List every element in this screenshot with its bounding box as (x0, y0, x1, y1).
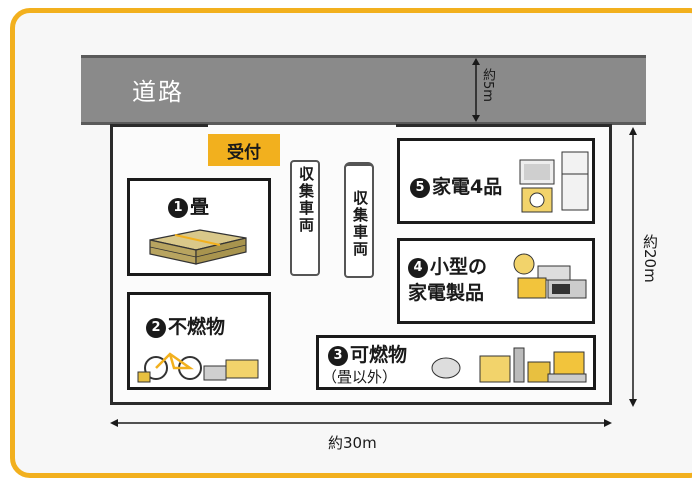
road (81, 55, 646, 125)
zone-3-text: 可燃物 (350, 344, 408, 366)
zone-3-number: 3 (328, 346, 348, 366)
truck-2-label: 収集車両 (351, 190, 369, 258)
truck-1-label: 収集車両 (297, 166, 315, 234)
road-width-label: 約5m (478, 68, 497, 102)
width-dimension-arrow (110, 419, 612, 427)
zone-5-number: 5 (410, 178, 430, 198)
depth-dimension-label: 約20m (641, 234, 659, 283)
zone-2-text: 不燃物 (168, 316, 226, 338)
lot-top-edge-left (110, 124, 208, 127)
zone-3-note: （畳以外） (322, 368, 398, 386)
width-dimension-label: 約30m (328, 434, 377, 452)
small-appliances-icon (513, 253, 587, 299)
zone-1-text: 畳 (190, 196, 210, 218)
tatami-stack-icon (149, 229, 247, 265)
zone-5-text: 家電4品 (432, 176, 503, 198)
zone-4-text-line1: 小型の (430, 256, 488, 278)
road-label: 道路 (132, 78, 184, 106)
truck-1 (290, 160, 320, 276)
depth-dimension-arrow (629, 127, 637, 407)
burnable-items-icon (431, 347, 587, 383)
zone-4-number: 4 (408, 258, 428, 278)
zone-4-label-line2: 家電製品 (408, 282, 485, 304)
lot-top-edge-right (396, 124, 612, 127)
large-appliances-icon (519, 151, 589, 213)
reception-sign: 受付 (208, 134, 280, 166)
truck-2 (344, 164, 374, 278)
zone-1-number: 1 (168, 198, 188, 218)
zone-2-number: 2 (146, 318, 166, 338)
bicycle-and-junk-icon (137, 352, 259, 383)
road-width-arrow (472, 58, 480, 122)
